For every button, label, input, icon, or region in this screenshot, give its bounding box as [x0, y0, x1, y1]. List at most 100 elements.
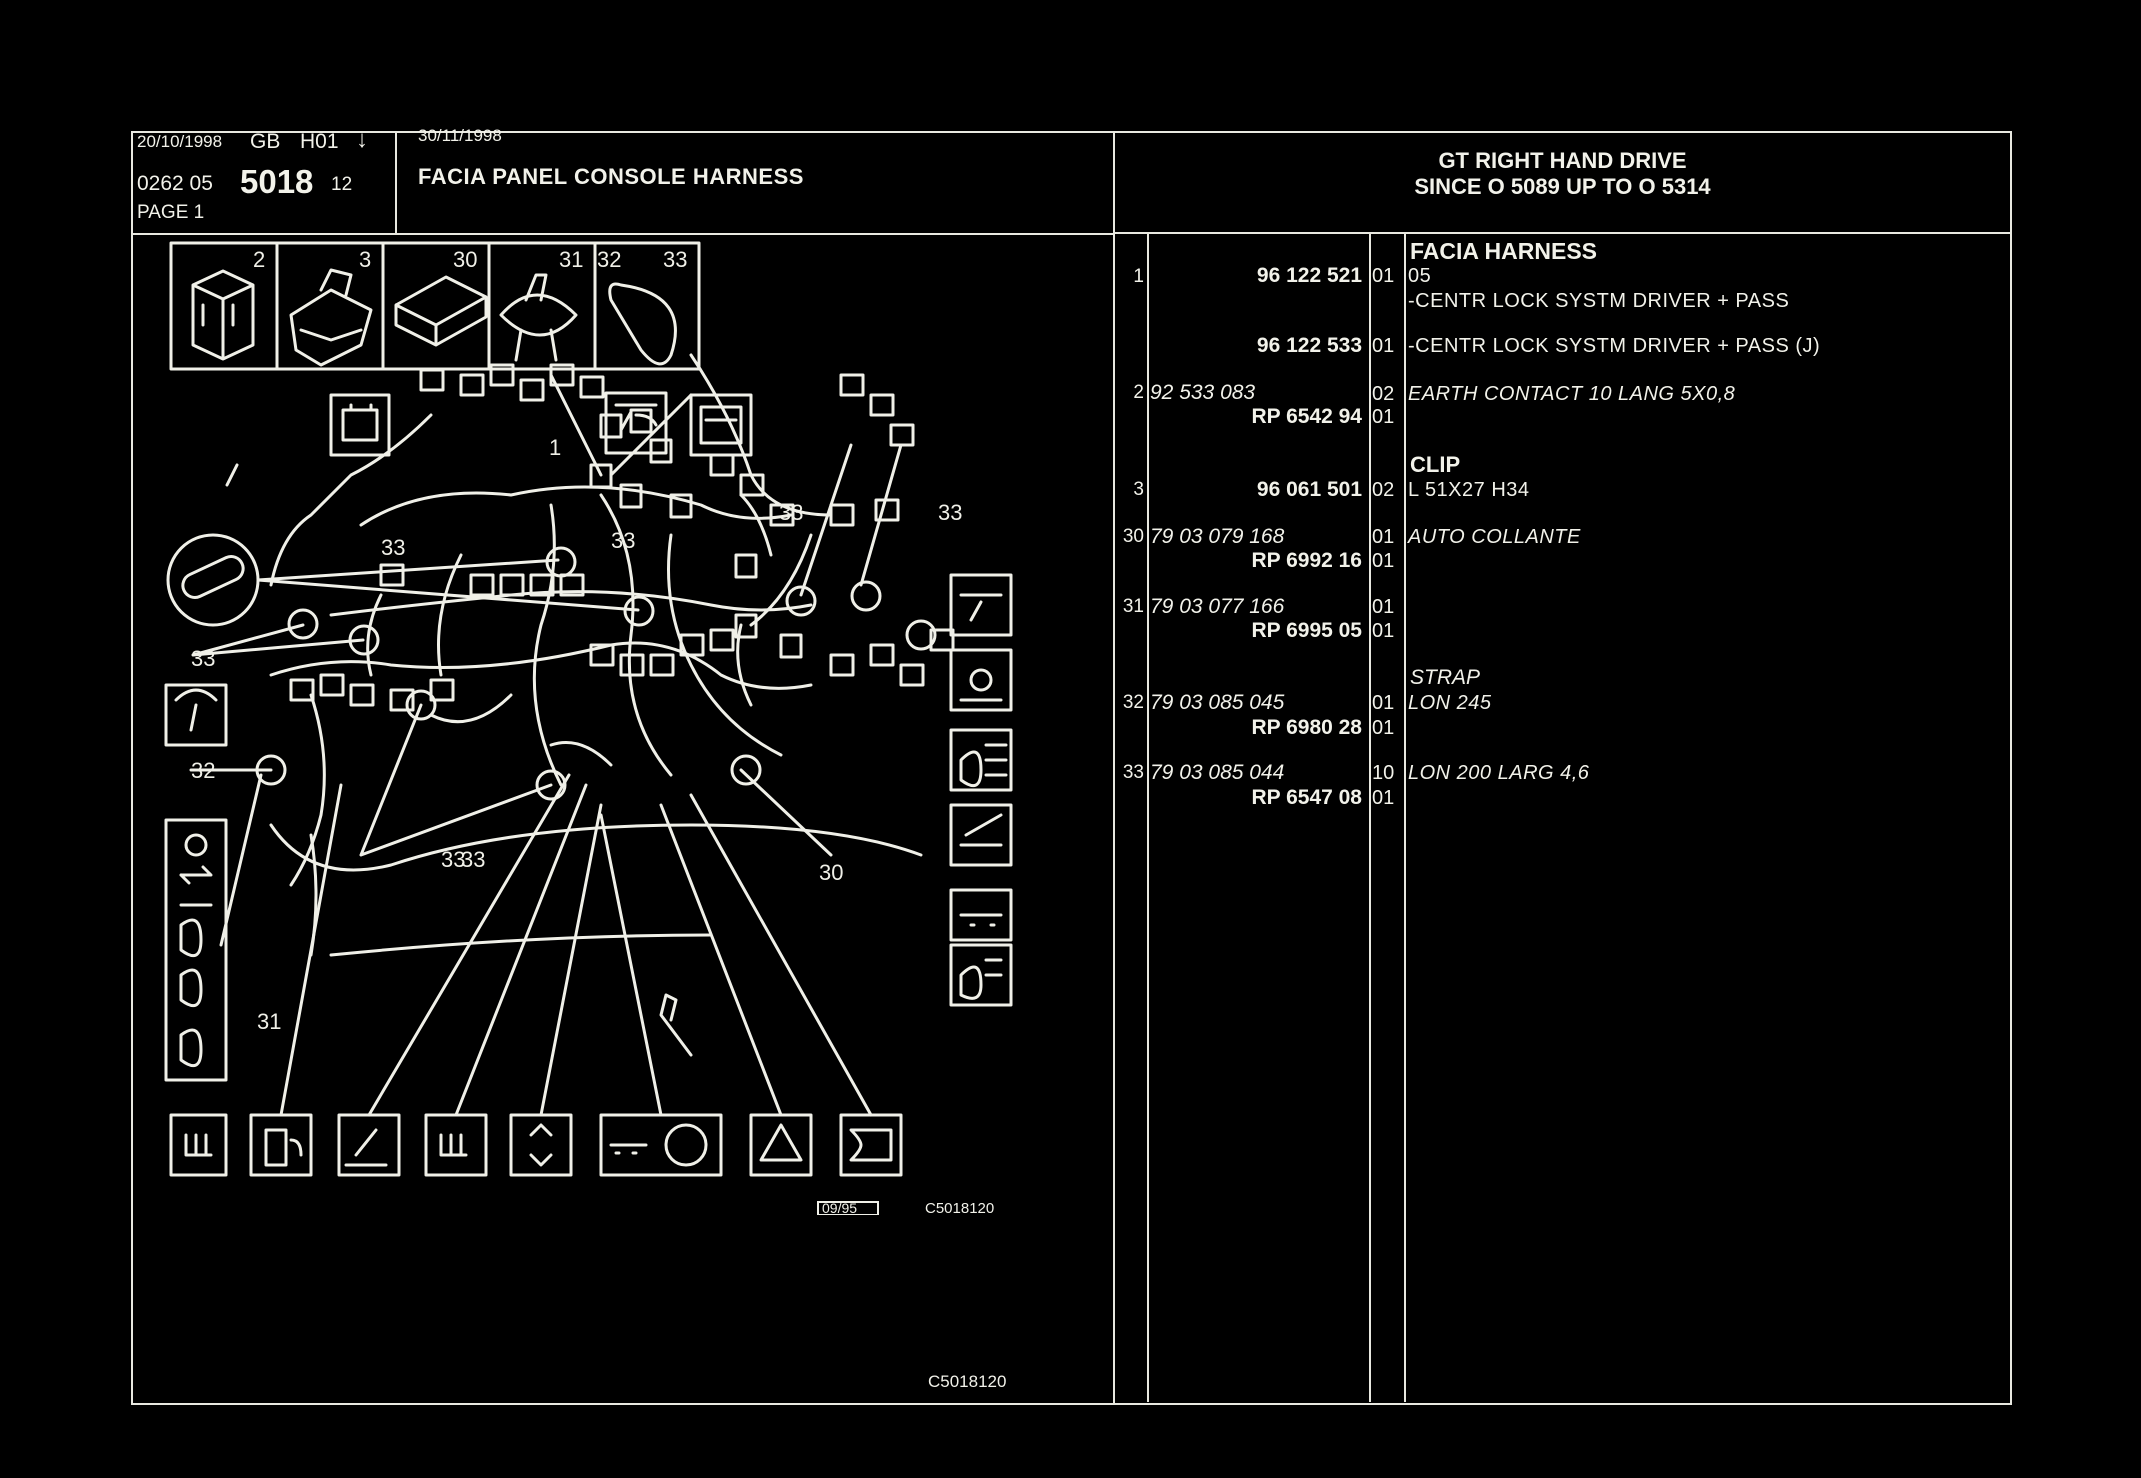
dashboard-outline	[269, 823, 923, 957]
thumb-box-32-33	[593, 241, 701, 371]
svg-text:31: 31	[559, 247, 583, 272]
part-quantity: 10	[1372, 762, 1395, 784]
svg-text:30: 30	[453, 247, 477, 272]
svg-text:33: 33	[611, 528, 635, 553]
svg-text:1: 1	[549, 435, 561, 460]
part-reference: 79 03 079 168	[1150, 525, 1285, 548]
header-page: PAGE 1	[137, 202, 205, 223]
svg-text:33: 33	[441, 847, 465, 872]
header-ref-main: 5018	[240, 163, 314, 200]
part-reference: RP 6980 28	[1251, 716, 1362, 739]
foam-pad-30-icon	[394, 275, 488, 347]
footer-code: C5018120	[928, 1372, 1007, 1391]
part-reference: RP 6995 05	[1251, 619, 1362, 642]
group-title-strap: STRAP	[1410, 666, 1481, 689]
part-description: LON 200 LARG 4,6	[1408, 762, 1590, 784]
svg-text:33: 33	[461, 847, 485, 872]
svg-text:33: 33	[191, 646, 215, 671]
header-date: 20/10/1998	[137, 132, 223, 151]
part-quantity: 01	[1372, 335, 1395, 357]
connector-2-icon	[191, 269, 255, 361]
strap-32-icon	[608, 282, 677, 366]
column-divider-ref	[1147, 232, 1149, 1402]
svg-text:32: 32	[191, 758, 215, 783]
icon-box-right-6	[949, 943, 1013, 1007]
part-description: EARTH CONTACT 10 LANG 5X0,8	[1408, 383, 1736, 405]
part-description: AUTO COLLANTE	[1408, 526, 1581, 548]
icon-box-gauge-2	[689, 393, 753, 457]
part-description: L 51X27 H34	[1408, 479, 1530, 501]
icon-box-right-2	[949, 648, 1013, 712]
part-reference: RP 6547 08	[1251, 786, 1362, 809]
header-arrow: ↓	[356, 126, 368, 153]
page-title: FACIA PANEL CONSOLE HARNESS	[418, 164, 804, 189]
part-quantity: 01	[1372, 692, 1395, 714]
part-description: 05	[1408, 265, 1432, 287]
part-description: -CENTR LOCK SYSTM DRIVER + PASS	[1408, 290, 1790, 312]
parts-header-line	[1113, 232, 2012, 234]
part-quantity: 02	[1372, 479, 1395, 501]
part-reference: 96 122 521	[1256, 264, 1362, 287]
part-reference: 96 122 533	[1256, 334, 1362, 357]
part-quantity: 01	[1372, 265, 1395, 287]
connector-3-icon	[289, 268, 373, 367]
part-item-number: 2	[1133, 382, 1144, 403]
column-divider-qty	[1369, 232, 1371, 1402]
icon-box-right-5	[949, 888, 1013, 942]
svg-text:30: 30	[819, 860, 843, 885]
part-quantity: 01	[1372, 526, 1395, 548]
thumb-labels: 2 3 30 31 32 33	[253, 247, 687, 272]
part-quantity: 01	[1372, 596, 1395, 618]
part-item-number: 3	[1133, 479, 1144, 500]
icon-box-rear-defrost	[169, 1113, 228, 1177]
part-item-number: 1	[1133, 266, 1144, 287]
svg-text:32: 32	[597, 247, 621, 272]
model-line-2: SINCE O 5089 UP TO O 5314	[1414, 174, 1711, 199]
part-item-number: 33	[1122, 762, 1144, 783]
column-divider-main	[1113, 131, 1115, 1405]
harness-diagram: 2 3 30 31 32 33 1 33 33 33 33 33 33 32 3…	[164, 241, 1013, 1215]
part-reference: 92 533 083	[1150, 381, 1256, 404]
column-divider-desc	[1404, 232, 1406, 1402]
part-item-number: 31	[1122, 596, 1144, 617]
part-item-number: 30	[1122, 526, 1144, 547]
part-description: LON 245	[1408, 692, 1492, 714]
part-quantity: 01	[1372, 717, 1395, 739]
part-description: -CENTR LOCK SYSTM DRIVER + PASS (J)	[1408, 335, 1821, 357]
stamp-box	[817, 1201, 879, 1215]
icon-box-rear-defrost-2	[424, 1113, 488, 1177]
icon-box-battery	[329, 393, 391, 457]
part-quantity: 01	[1372, 787, 1395, 809]
part-reference: 79 03 077 166	[1150, 595, 1285, 618]
left-icon-strip	[164, 818, 228, 1082]
part-reference: 79 03 085 044	[1150, 761, 1285, 784]
svg-text:3: 3	[359, 247, 371, 272]
part-quantity: 02	[1372, 383, 1395, 405]
header-date2: 30/11/1998	[418, 126, 502, 145]
earth-clip-31-icon	[499, 273, 578, 362]
header-code: H01	[300, 130, 339, 153]
svg-text:33: 33	[938, 500, 962, 525]
connector-cluster	[289, 363, 955, 712]
svg-text:33: 33	[663, 247, 687, 272]
header-country: GB	[250, 130, 281, 153]
header-divider	[395, 131, 397, 235]
svg-text:33: 33	[779, 500, 803, 525]
stamp-code: C5018120	[925, 1200, 995, 1217]
part-item-number: 32	[1122, 692, 1144, 713]
part-reference: RP 6542 94	[1251, 405, 1362, 428]
svg-text:31: 31	[257, 1009, 281, 1034]
icon-box-right-3	[949, 728, 1013, 792]
icon-box-wiper-left	[164, 683, 228, 747]
stamp-date: 09/95	[822, 1200, 858, 1216]
header-ref-prefix: 0262 05	[137, 172, 213, 195]
header-bottom-line	[131, 233, 1114, 235]
group-title-clip: CLIP	[1410, 452, 1461, 477]
part-quantity: 01	[1372, 620, 1395, 642]
part-quantity: 01	[1372, 406, 1395, 428]
part-quantity: 01	[1372, 550, 1395, 572]
page-frame	[131, 131, 2012, 1405]
model-line-1: GT RIGHT HAND DRIVE	[1438, 148, 1687, 173]
repere-marker	[166, 533, 260, 627]
callout-labels: 1 33 33 33 33 33 33 32 33 30 31	[191, 435, 962, 1034]
